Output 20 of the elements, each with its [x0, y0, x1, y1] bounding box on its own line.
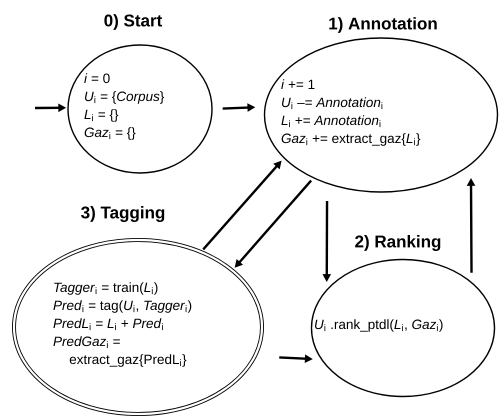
node-label: U$_{i}$ = {Corpus} — [85, 91, 164, 104]
ellipse-node: i += 1 U$_{i}$ –= Annotation$_{i}$ L$_{i}$ += Annotation$_{i}$ Gaz$_{i}$ += extract_gaz{L$_{i}$} — [264, 37, 498, 193]
state-heading: 3) Tagging — [81, 206, 164, 222]
state-heading: 0) Start — [104, 14, 162, 30]
node-label: U$_{i}$ –= Annotation$_{i}$ — [282, 97, 382, 110]
node-label: Tagger$_{i}$ = train(L$_{i}$) — [54, 282, 158, 295]
node-label: PredGaz$_{i}$ = extract_gaz{PredL$_{i}$} — [53, 336, 186, 367]
ellipse-node: U$_{i}$ .rank_ptdl(L$_{i}$, Gaz$_{i}$) — [310, 258, 496, 398]
node-label: i += 1 — [281, 79, 314, 89]
node-label: i = 0 — [84, 73, 110, 84]
node-label: Gaz$_{i}$ += extract_gaz{L$_{i}$} — [282, 133, 420, 146]
node-label: Gaz$_{i}$ = {} — [84, 127, 136, 140]
ellipse-node: i = 0 U$_{i}$ = {Corpus} L$_{i}$ = {} Gaz$_{i}$ = {} — [67, 44, 213, 174]
node-label: L$_{i}$ += Annotation$_{i}$ — [281, 115, 380, 128]
double-ellipse-node: Tagger$_{i}$ = train(L$_{i}$) Pred$_{i}$ = tag(U$_{i}$, Tagger$_{i}$) PredL$_{i}$ = L$_{i}$ + Pred$_{i}$ PredGaz$_{i}$ = extract_gaz{PredL$_{i}$} — [12, 238, 264, 416]
node-label: PredL$_{i}$ = L$_{i}$ + Pred$_{i}$ — [53, 318, 163, 330]
node-label: L$_{i}$ = {} — [84, 109, 118, 122]
state-heading: 1) Annotation — [329, 17, 437, 33]
state-heading: 2) Ranking — [355, 235, 440, 251]
node-label: Pred$_{i}$ = tag(U$_{i}$, Tagger$_{i}$) — [53, 300, 192, 313]
